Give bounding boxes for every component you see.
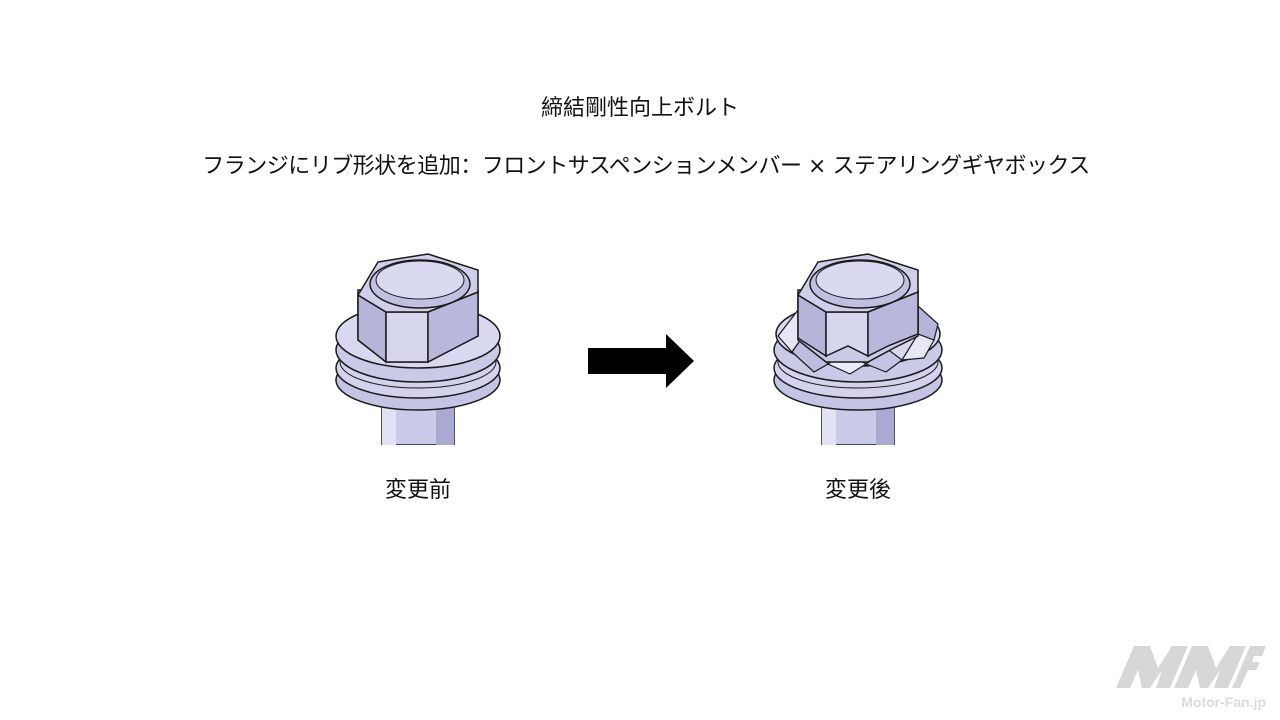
- bolt-before-image: [328, 240, 508, 446]
- caption-before: 変更前: [384, 478, 451, 503]
- watermark-text: Motor-Fan.jp: [1181, 694, 1266, 710]
- change-arrow-icon: [588, 334, 694, 388]
- bolt-before-drawing: [335, 253, 501, 446]
- bolt-after-drawing: [773, 253, 943, 446]
- page-subtitle: フランジにリブ形状を追加：フロントサスペンションメンバー × ステアリングギヤボ…: [202, 154, 1090, 179]
- bolt-after-image: [768, 240, 948, 446]
- watermark-logo: Motor-Fan.jp: [1116, 640, 1266, 710]
- motor-fan-logo-icon: [1116, 646, 1266, 688]
- caption-after: 変更後: [824, 478, 891, 503]
- page-title: 締結剛性向上ボルト: [540, 96, 739, 121]
